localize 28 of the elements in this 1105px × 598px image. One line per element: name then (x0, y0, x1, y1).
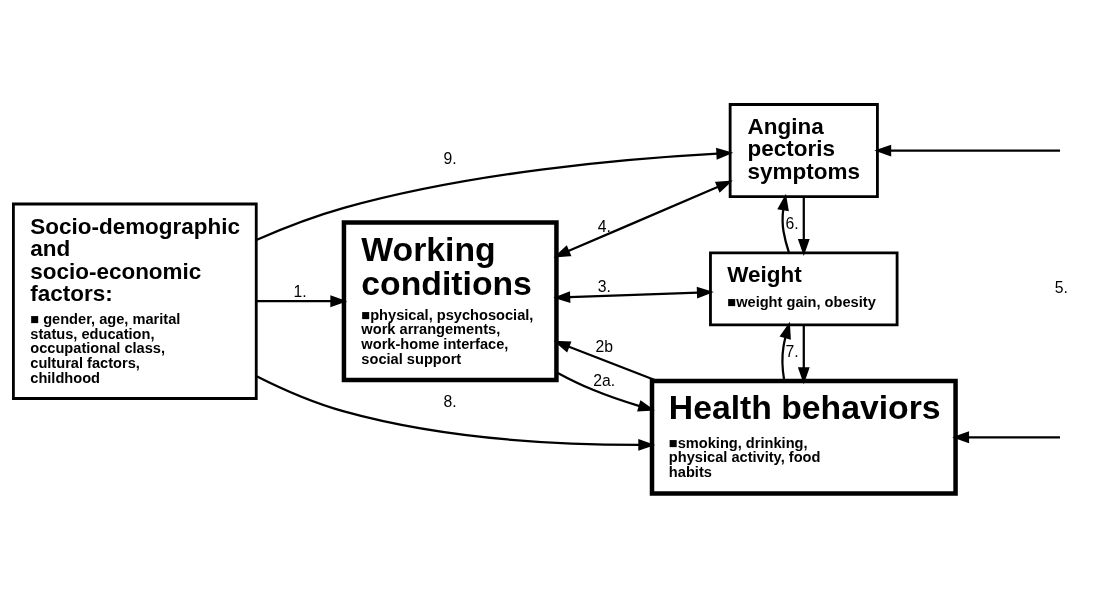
arrow (556, 371, 655, 412)
edge-label: 9. (443, 150, 457, 168)
arrow (874, 144, 1061, 157)
arrow (553, 340, 658, 383)
edge-label: 6. (785, 214, 799, 232)
arrow (256, 375, 656, 451)
node-box: Working conditions ■physical, psychosocial, work arrangements, work-home interface, social support (341, 220, 559, 383)
edge-label: 2b (595, 338, 613, 356)
arrow (797, 197, 810, 256)
arrow (256, 295, 348, 308)
arrow (779, 321, 791, 381)
node-box: Angina pectoris symptoms (728, 103, 879, 199)
arrow (553, 286, 714, 303)
edge-label: 4. (597, 217, 611, 235)
node-box: Weight ■weight gain, obesity (709, 251, 899, 327)
arrow (952, 431, 1060, 444)
arrow (777, 193, 790, 253)
node-box: Health behaviors ■smoking, drinking, physical activity, food habits (649, 378, 958, 496)
arrow (553, 180, 733, 258)
edge-label: 2a. (593, 371, 616, 389)
arrow (255, 147, 734, 242)
edge-label: 7. (785, 343, 799, 361)
node-box: Socio-demographic and socio-economic factors: ■ gender, age, marital status, education, occupational class, cultural factors, childhood (12, 202, 258, 400)
edge-label: 8. (443, 393, 457, 411)
edge-label: 1. (293, 282, 307, 300)
arrow (797, 325, 810, 385)
edge-label: 3. (597, 278, 611, 296)
label: 5. (1054, 279, 1068, 297)
